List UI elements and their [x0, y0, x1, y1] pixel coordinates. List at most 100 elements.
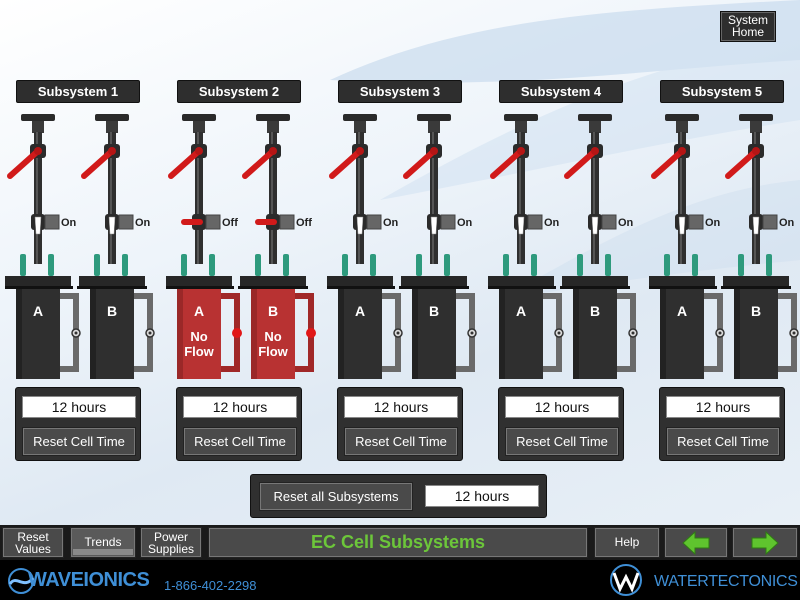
- subsystem-1-equipment-svg: [3, 114, 155, 379]
- subsystem-1-cell-b-label: B: [106, 303, 118, 319]
- trends-button[interactable]: Trends: [70, 527, 136, 558]
- valve-handle-icon: [329, 148, 363, 179]
- subsystem-1-unit-b: [77, 114, 155, 379]
- valve-handle-icon: [725, 148, 759, 179]
- active-tab-indicator: [73, 549, 133, 555]
- subsystem-4-valve-b-status[interactable]: On: [618, 217, 634, 229]
- power-supplies-label-1: Power: [153, 530, 188, 544]
- subsystem-5-cell-a-label: A: [676, 303, 688, 319]
- subsystem-5-cell-b-label: B: [750, 303, 762, 319]
- subsystem-4-title: Subsystem 4: [499, 80, 623, 103]
- subsystem-3-hours: 12 hours: [344, 396, 458, 418]
- valve-handle-icon: [403, 148, 437, 179]
- subsystem-5-unit-b: [721, 114, 799, 379]
- subsystem-2-cell-a-status: No Flow: [184, 329, 214, 359]
- back-button[interactable]: [664, 527, 728, 558]
- subsystem-2-valve-b-status[interactable]: Off: [296, 217, 312, 229]
- subsystem-3-cell-a-label: A: [354, 303, 366, 319]
- reset-all-panel: Reset all Subsystems 12 hours: [250, 474, 547, 518]
- arrow-right-icon: [751, 530, 779, 556]
- valve-handle-icon: [651, 148, 685, 179]
- subsystem-3-unit-a: [325, 114, 403, 379]
- subsystem-1-title: Subsystem 1: [16, 80, 140, 103]
- subsystem-2-reset-cell-time-button[interactable]: Reset Cell Time: [183, 427, 297, 456]
- page-title: EC Cell Subsystems: [208, 527, 588, 558]
- forward-button[interactable]: [732, 527, 798, 558]
- subsystem-3-panel: 12 hours Reset Cell Time: [337, 387, 463, 461]
- system-home-label-2: Home: [731, 25, 764, 39]
- subsystem-1-unit-a: [3, 114, 81, 379]
- reset-values-label-1: Reset: [17, 530, 49, 544]
- brand-left: WAVEIONICS: [28, 569, 150, 591]
- power-supplies-button[interactable]: Power Supplies: [140, 527, 202, 558]
- bottom-nav-bar: Reset Values Trends Power Supplies EC Ce…: [0, 525, 800, 560]
- subsystem-4-cell-b-label: B: [589, 303, 601, 319]
- arrow-left-icon: [682, 530, 710, 556]
- subsystem-4-cell-a-label: A: [515, 303, 527, 319]
- trends-label: Trends: [84, 535, 122, 549]
- subsystem-3-cell-b-label: B: [428, 303, 440, 319]
- subsystem-5-title: Subsystem 5: [660, 80, 784, 103]
- power-supplies-label-2: Supplies: [147, 542, 195, 556]
- subsystem-4-equipment-svg: [486, 114, 638, 379]
- system-home-button[interactable]: System Home: [720, 11, 776, 42]
- subsystem-4-hours: 12 hours: [505, 396, 619, 418]
- subsystem-1-valve-b-status[interactable]: On: [135, 217, 151, 229]
- system-home-label-1: System: [727, 13, 768, 27]
- subsystem-3-unit-b: [399, 114, 477, 379]
- valve-handle-icon: [490, 148, 524, 179]
- subsystem-2-cell-b-label: B: [267, 303, 279, 319]
- subsystem-4-panel: 12 hours Reset Cell Time: [498, 387, 624, 461]
- valve-handle-icon: [168, 148, 202, 179]
- subsystem-4-reset-cell-time-button[interactable]: Reset Cell Time: [505, 427, 619, 456]
- subsystem-4-unit-a: [486, 114, 564, 379]
- subsystem-2-cell-b-status: No Flow: [258, 329, 288, 359]
- subsystem-1-cell-a-label: A: [32, 303, 44, 319]
- subsystem-2-unit-b: [238, 114, 316, 379]
- subsystem-5-valve-b-status[interactable]: On: [779, 217, 795, 229]
- watertectonics-logo-icon: [610, 564, 642, 596]
- subsystem-5-hours: 12 hours: [666, 396, 780, 418]
- reset-values-button[interactable]: Reset Values: [2, 527, 64, 558]
- subsystem-1-reset-cell-time-button[interactable]: Reset Cell Time: [22, 427, 136, 456]
- subsystem-3-reset-cell-time-button[interactable]: Reset Cell Time: [344, 427, 458, 456]
- subsystem-3-valve-b-status[interactable]: On: [457, 217, 473, 229]
- reset-values-label-2: Values: [15, 542, 51, 556]
- subsystem-2-equipment-svg: [164, 114, 316, 379]
- valve-handle-icon: [7, 148, 41, 179]
- brand-right: WATERTECTONICS: [654, 573, 798, 590]
- subsystem-4-valve-a-status[interactable]: On: [544, 217, 560, 229]
- subsystem-2-cell-a-label: A: [193, 303, 205, 319]
- footer: WAVEIONICS 1-866-402-2298 WATERTECTONICS: [0, 560, 800, 600]
- reset-all-hours: 12 hours: [425, 485, 539, 507]
- valve-handle-icon: [564, 148, 598, 179]
- subsystem-5-reset-cell-time-button[interactable]: Reset Cell Time: [666, 427, 780, 456]
- subsystem-5-equipment-svg: [647, 114, 799, 379]
- subsystem-2-unit-a: [164, 114, 242, 379]
- subsystem-3-title: Subsystem 3: [338, 80, 462, 103]
- valve-handle-icon: [81, 148, 115, 179]
- subsystem-2-valve-a-status[interactable]: Off: [222, 217, 238, 229]
- subsystem-4-unit-b: [560, 114, 638, 379]
- subsystem-3-equipment-svg: [325, 114, 477, 379]
- subsystem-1-valve-a-status[interactable]: On: [61, 217, 77, 229]
- reset-all-subsystems-button[interactable]: Reset all Subsystems: [259, 482, 413, 511]
- subsystem-2-title: Subsystem 2: [177, 80, 301, 103]
- help-button[interactable]: Help: [594, 527, 660, 558]
- subsystem-2-hours: 12 hours: [183, 396, 297, 418]
- subsystem-3-valve-a-status[interactable]: On: [383, 217, 399, 229]
- subsystem-1-panel: 12 hours Reset Cell Time: [15, 387, 141, 461]
- subsystem-5-panel: 12 hours Reset Cell Time: [659, 387, 785, 461]
- phone-number: 1-866-402-2298: [164, 578, 257, 593]
- waveionics-logo-icon: [8, 568, 35, 594]
- subsystem-2-panel: 12 hours Reset Cell Time: [176, 387, 302, 461]
- valve-handle-icon: [242, 148, 276, 179]
- subsystem-5-valve-a-status[interactable]: On: [705, 217, 721, 229]
- subsystem-1-hours: 12 hours: [22, 396, 136, 418]
